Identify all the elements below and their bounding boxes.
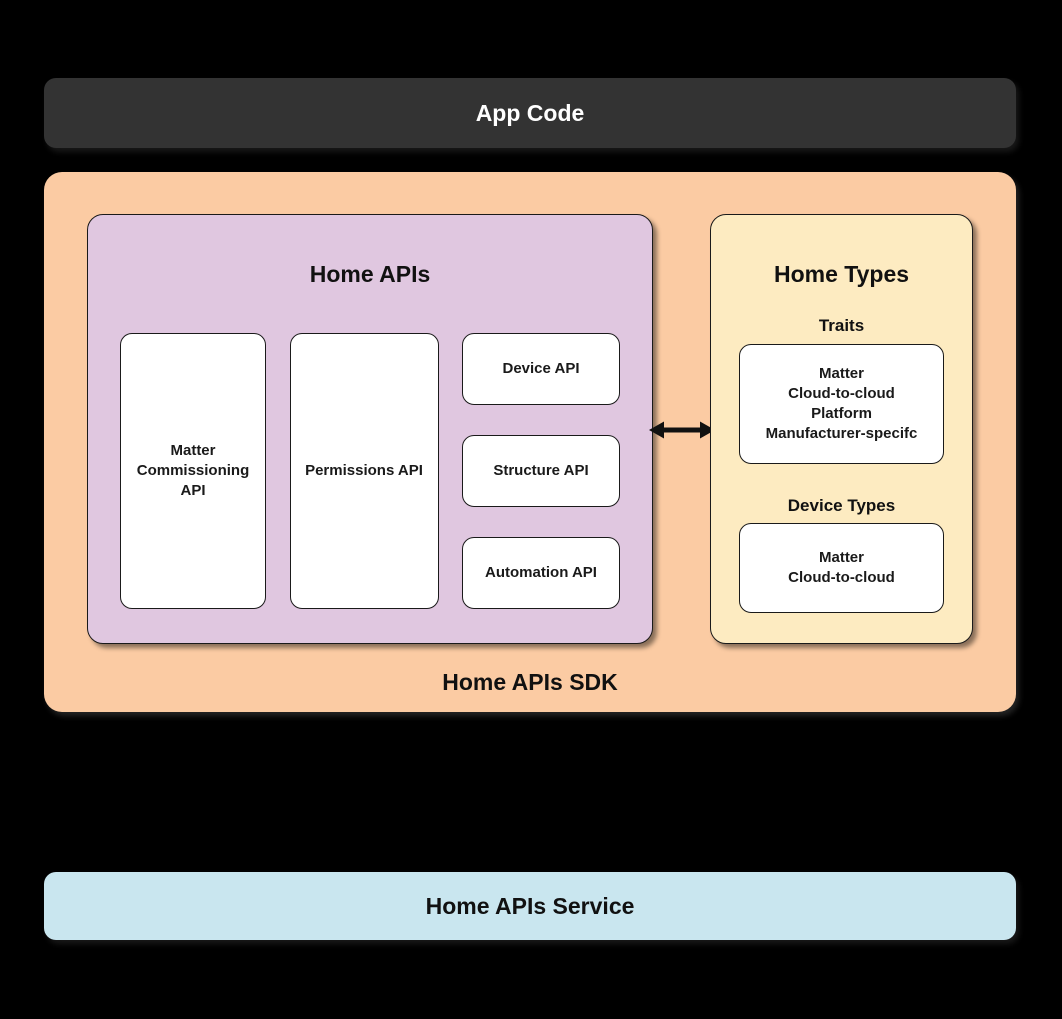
device-types-line: Cloud-to-cloud — [788, 569, 895, 586]
traits-line: Matter — [818, 365, 864, 382]
device-types-label: Device Types — [787, 496, 896, 515]
home-apis-box: Home APIs Matter Commissioning API Permi… — [87, 214, 653, 644]
structure-api-label: Structure API — [493, 462, 589, 479]
home-apis-title: Home APIs — [309, 261, 431, 287]
home-apis-sdk-label: Home APIs SDK — [442, 669, 618, 695]
matter-commissioning-api-label: Matter Commissioning API — [136, 442, 250, 499]
structure-api-box: Structure API — [462, 435, 620, 507]
device-api-label: Device API — [502, 360, 580, 377]
automation-api-box: Automation API — [462, 537, 620, 609]
home-types-title: Home Types — [773, 261, 910, 287]
traits-label: Traits — [818, 316, 865, 335]
home-types-box: Home Types Traits Matter Cloud-to-cloud … — [710, 214, 973, 644]
permissions-api-label: Permissions API — [305, 462, 423, 479]
app-code-box: App Code — [44, 78, 1016, 148]
double-arrow-icon — [649, 421, 715, 439]
traits-line: Cloud-to-cloud — [788, 385, 895, 402]
matter-commissioning-api-box: Matter Commissioning API — [120, 333, 266, 609]
device-types-line: Matter — [818, 549, 864, 566]
home-apis-sdk-container: Home APIs Matter Commissioning API Permi… — [44, 172, 1016, 712]
device-types-box: Matter Cloud-to-cloud — [739, 523, 944, 613]
automation-api-label: Automation API — [485, 564, 597, 581]
api-stack: Device API Structure API Automation API — [462, 333, 620, 609]
traits-box: Matter Cloud-to-cloud Platform Manufactu… — [739, 344, 944, 464]
permissions-api-box: Permissions API — [289, 333, 439, 609]
home-apis-service-label: Home APIs Service — [425, 892, 635, 919]
traits-line: Platform — [811, 405, 872, 422]
app-code-label: App Code — [475, 99, 585, 126]
device-api-box: Device API — [462, 333, 620, 405]
home-apis-row: Matter Commissioning API Permissions API… — [88, 333, 652, 609]
traits-line: Manufacturer-specifc — [765, 425, 918, 442]
home-apis-service-box: Home APIs Service — [44, 872, 1016, 940]
